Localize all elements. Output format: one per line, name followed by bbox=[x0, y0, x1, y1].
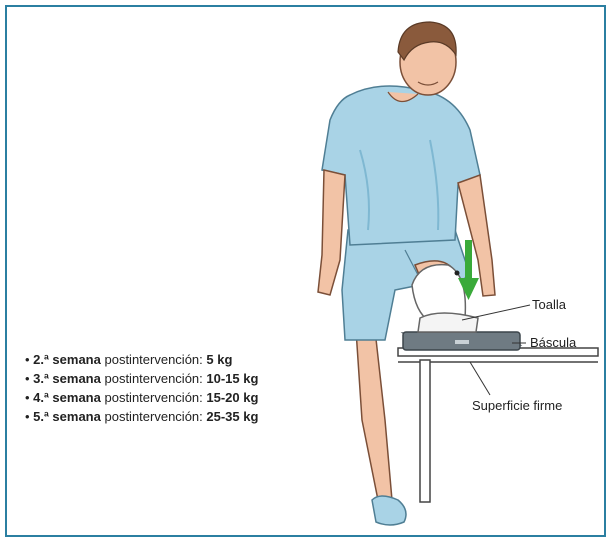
towel-label: Toalla bbox=[532, 297, 566, 312]
list-item: • 5.ª semana postintervención: 25-35 kg bbox=[25, 407, 258, 426]
table bbox=[398, 348, 598, 502]
surface-label: Superficie firme bbox=[472, 398, 562, 413]
weight-progression-list: • 2.ª semana postintervención: 5 kg • 3.… bbox=[25, 350, 258, 426]
scale bbox=[403, 332, 520, 350]
standing-leg bbox=[356, 330, 406, 525]
list-item: • 3.ª semana postintervención: 10-15 kg bbox=[25, 369, 258, 388]
list-item: • 2.ª semana postintervención: 5 kg bbox=[25, 350, 258, 369]
scale-label: Báscula bbox=[530, 335, 576, 350]
head bbox=[398, 22, 456, 95]
shirt bbox=[322, 86, 480, 245]
list-item: • 4.ª semana postintervención: 15-20 kg bbox=[25, 388, 258, 407]
